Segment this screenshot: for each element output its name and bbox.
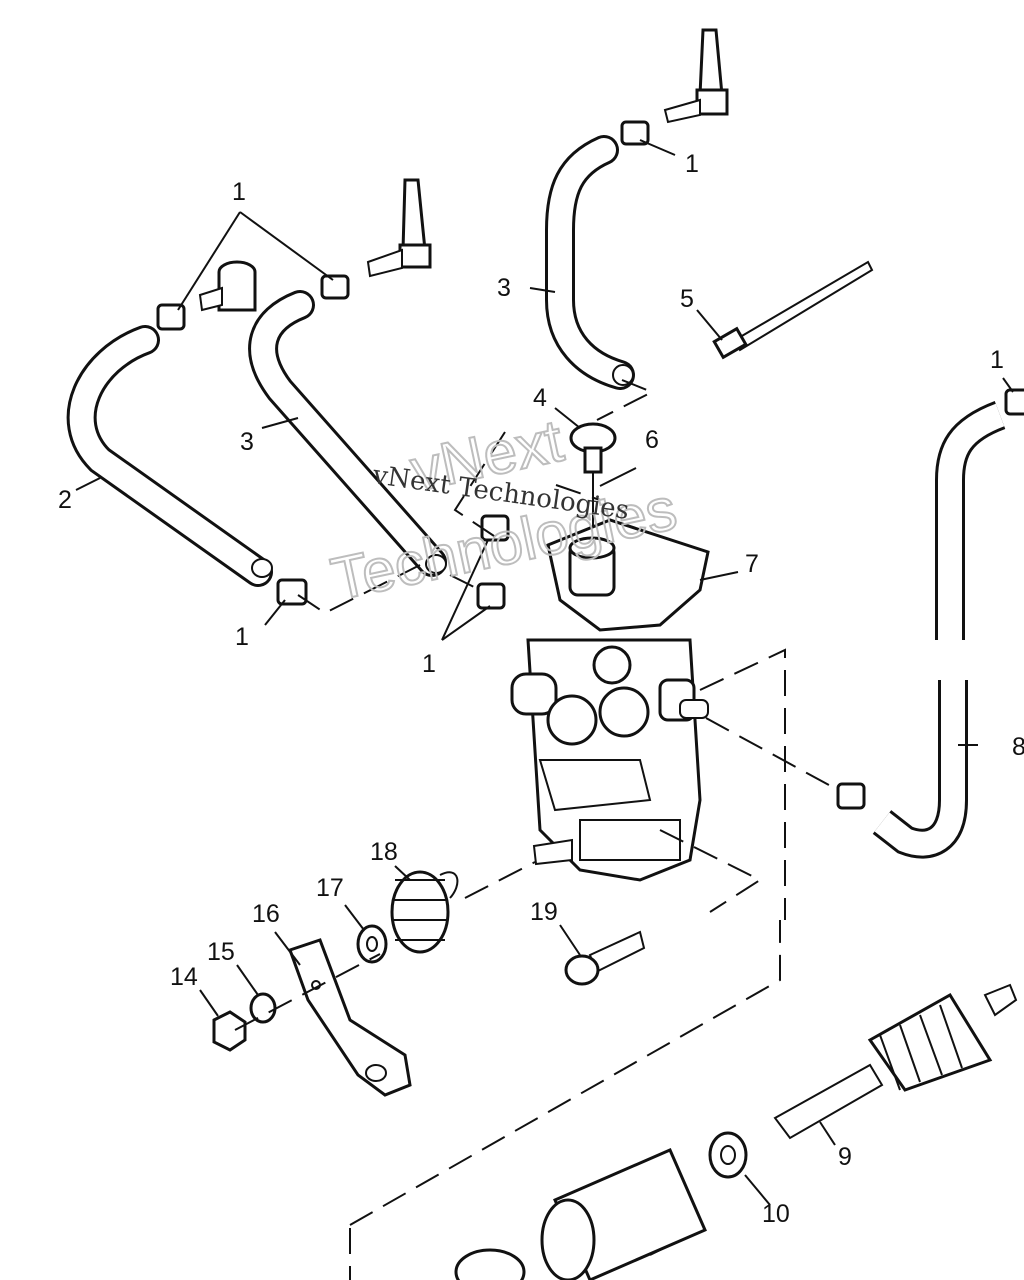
tee-fitting-left: [198, 260, 257, 312]
nut-14: [212, 1010, 247, 1052]
hose-3-left: [248, 290, 447, 577]
callout-14: 14: [170, 963, 198, 991]
callout-3: 3: [497, 274, 511, 302]
callout-6: 6: [645, 426, 659, 454]
hose-2: [66, 325, 273, 587]
nozzle-fitting-mid: [366, 178, 432, 278]
nozzle-fitting-top: [663, 28, 729, 124]
callout-1: 1: [422, 650, 436, 678]
screw-4: [569, 422, 617, 540]
callout-19: 19: [530, 898, 558, 926]
hose-right-upper: [935, 400, 1006, 640]
spring-18: [390, 870, 459, 954]
callout-17: 17: [316, 874, 344, 902]
callout-2: 2: [58, 486, 72, 514]
callout-3: 3: [240, 428, 254, 456]
callout-1: 1: [235, 623, 249, 651]
callout-16: 16: [252, 900, 280, 928]
washer-17: [356, 924, 388, 964]
leader-lines: [75, 139, 1014, 1206]
clamp-1-top: [620, 120, 650, 146]
callout-1: 1: [232, 178, 246, 206]
sleeve-bushing: [454, 1148, 707, 1280]
clamp-1-bottom-left: [276, 578, 308, 606]
assembly-lines: [234, 379, 839, 1280]
clamp-1-left: [156, 303, 186, 331]
clamp-1-lower-right: [836, 782, 866, 810]
washer-15: [249, 992, 277, 1024]
callout-4: 4: [533, 384, 547, 412]
hose-3-top: [545, 135, 635, 390]
clamp-1-mid: [320, 274, 350, 300]
callout-10: 10: [762, 1200, 790, 1228]
clamp-1-valve-b: [476, 582, 506, 610]
hose-8: [872, 680, 968, 859]
callout-18: 18: [370, 838, 398, 866]
callout-8: 8: [1012, 733, 1024, 761]
callout-1: 1: [990, 346, 1004, 374]
bolt-19: [564, 930, 646, 986]
callout-1: 1: [685, 150, 699, 178]
drive-shaft-9: [773, 983, 1018, 1140]
clamp-1-right: [1004, 388, 1024, 416]
lever-16: [288, 938, 412, 1097]
callout-5: 5: [680, 285, 694, 313]
callout-9: 9: [838, 1143, 852, 1171]
valve-body-7: [510, 518, 710, 882]
callout-15: 15: [207, 938, 235, 966]
cable-tie-5: [712, 260, 874, 360]
callout-7: 7: [745, 550, 759, 578]
washer-10: [708, 1131, 748, 1179]
callouts: 1 1 1 1 1 2 3 3 4 5 6 7 8 9 10 14 15 16 …: [58, 150, 1024, 1228]
